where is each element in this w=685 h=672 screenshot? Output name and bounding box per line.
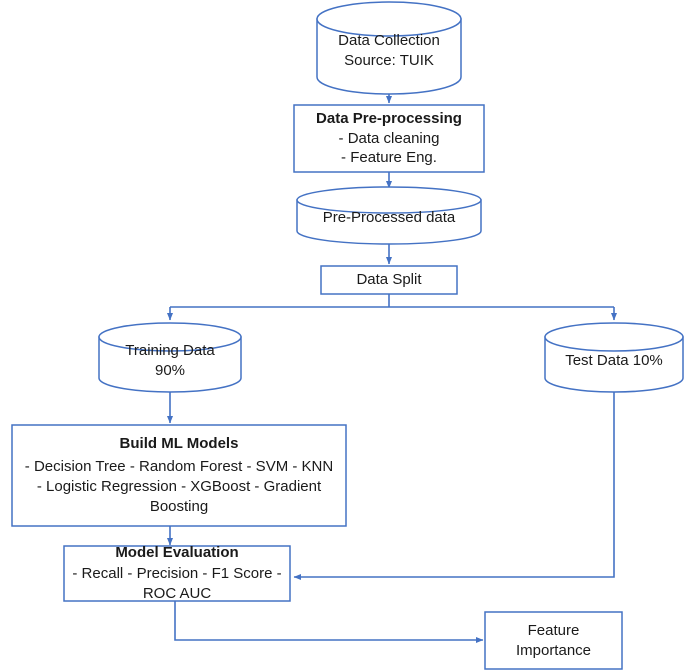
- edge-split-to-branch: [170, 294, 614, 308]
- node-model-evaluation[interactable]: [63, 545, 291, 602]
- node-feature-importance[interactable]: [484, 611, 623, 670]
- node-test-data[interactable]: [544, 322, 684, 393]
- node-data-preprocessing[interactable]: [293, 104, 485, 173]
- node-data-collection[interactable]: [316, 1, 462, 95]
- node-data-split[interactable]: [320, 265, 458, 295]
- node-training-data[interactable]: [98, 322, 242, 393]
- node-build-ml-models[interactable]: [11, 424, 347, 527]
- edge-test-to-evaluation: [293, 392, 615, 581]
- node-pre-processed-data[interactable]: [296, 186, 482, 245]
- edge-evaluation-to-feature-importance: [174, 601, 484, 644]
